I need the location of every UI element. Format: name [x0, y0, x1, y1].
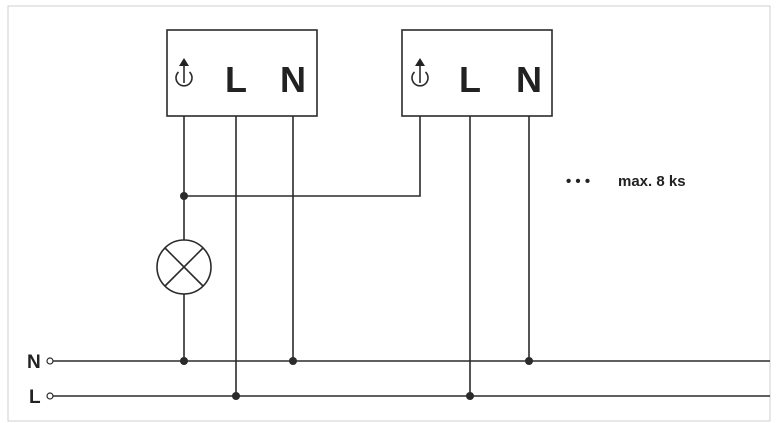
junction-dot	[466, 392, 474, 400]
junction-dot	[232, 392, 240, 400]
module-2-terminal-n: N	[516, 59, 542, 100]
lamp-icon	[156, 239, 212, 295]
module-1-box	[166, 29, 318, 117]
diagram-frame	[7, 5, 771, 422]
junction-dot	[289, 357, 297, 365]
junction-dot	[525, 357, 533, 365]
junction-dot	[180, 192, 188, 200]
module-2-terminal-l: L	[459, 59, 481, 100]
push-button-icon	[411, 58, 429, 87]
module-1-terminal-n: N	[280, 59, 306, 100]
rail-l: L	[29, 387, 770, 408]
rail-l-label: L	[29, 387, 41, 408]
note-bullets: • • •	[566, 173, 590, 190]
push-button-icon	[175, 58, 193, 87]
wire-bridge	[184, 116, 421, 197]
note-text: max. 8 ks	[618, 173, 686, 190]
module-1: L N	[166, 29, 318, 117]
module-1-terminal-l: L	[225, 59, 247, 100]
rail-n-terminal	[46, 357, 54, 365]
junction-dot	[180, 357, 188, 365]
max-count-note: • • • max. 8 ks	[566, 173, 686, 190]
module-2: L N	[401, 29, 553, 117]
rail-n-label: N	[27, 352, 41, 373]
rail-l-terminal	[46, 392, 54, 400]
rail-n: N	[27, 352, 770, 373]
